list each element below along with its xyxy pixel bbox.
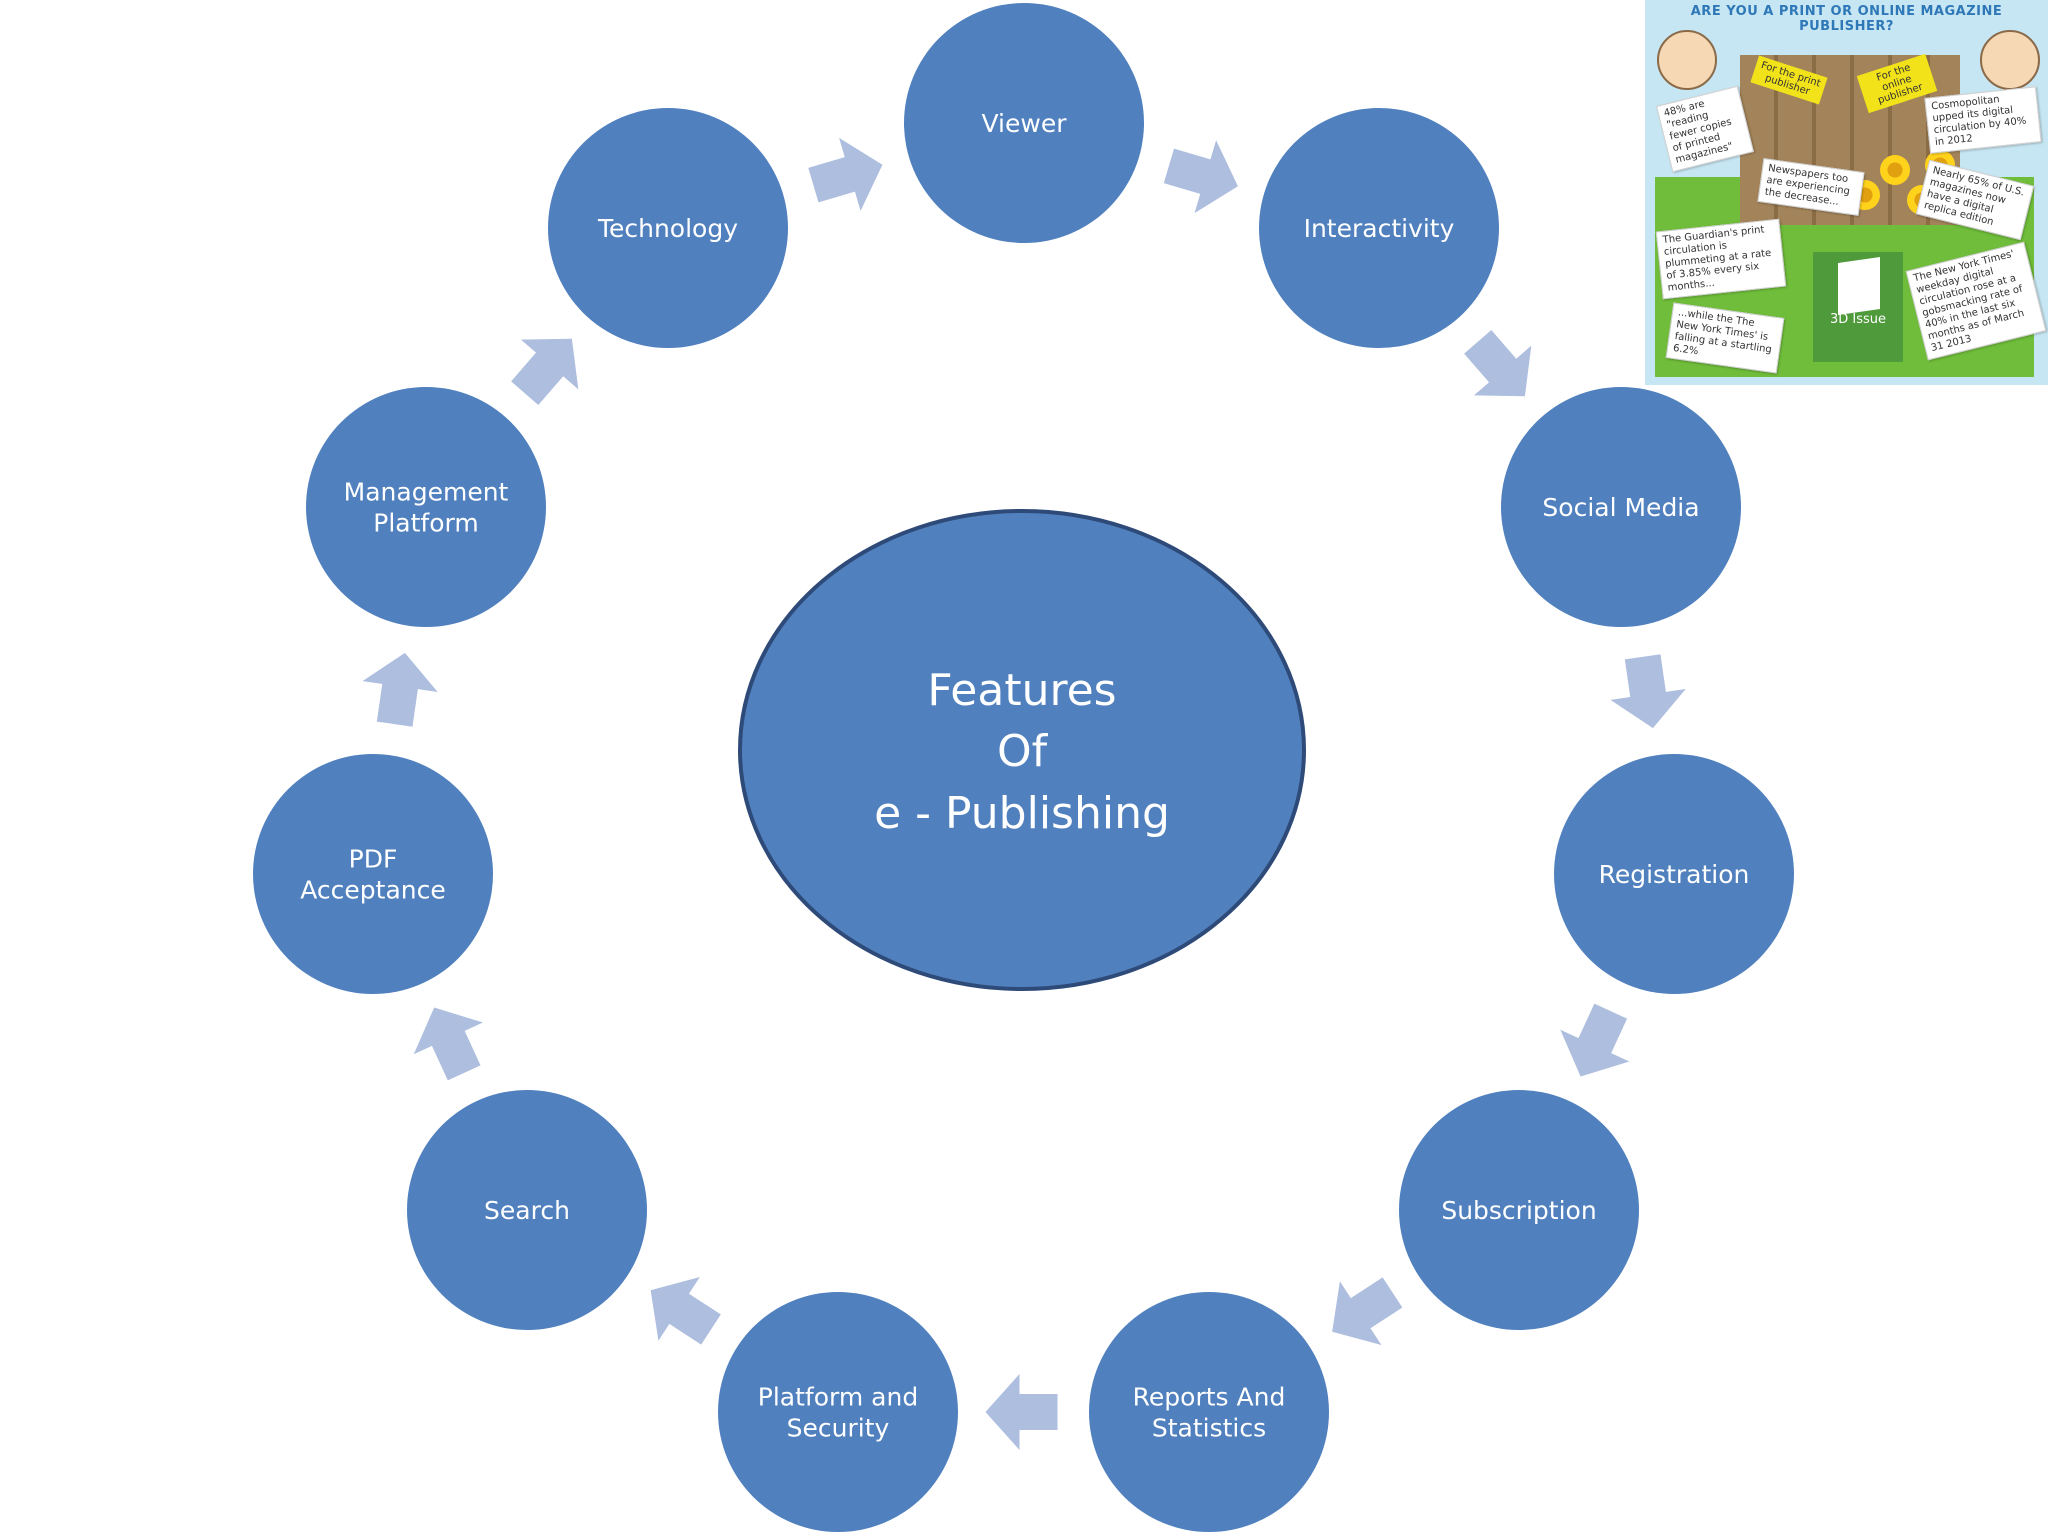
node-circle <box>1501 387 1741 627</box>
node-label: Registration <box>1599 860 1750 889</box>
flow-arrow <box>1163 140 1238 214</box>
center-ellipse <box>738 509 1306 991</box>
cycle-node: Search <box>407 1090 647 1330</box>
center-label-line-3: e - Publishing <box>874 788 1170 839</box>
happy-face-icon <box>1980 30 2040 90</box>
node-label: Acceptance <box>300 876 446 905</box>
center-label-line-2: Of <box>997 726 1049 777</box>
node-circle <box>1259 108 1499 348</box>
flow-arrow <box>1610 654 1686 729</box>
magazine-publisher-image: ARE YOU A PRINT OR ONLINE MAGAZINE PUBLI… <box>1645 0 2048 385</box>
flow-arrow <box>650 1276 721 1345</box>
node-circle <box>548 108 788 348</box>
cycle-node: Social Media <box>1501 387 1741 627</box>
node-circle <box>1554 754 1794 994</box>
node-label: Management <box>344 478 509 507</box>
issue-label: 3D Issue <box>1829 312 1887 327</box>
node-label: PDF <box>349 845 398 874</box>
flow-arrow <box>1332 1277 1403 1346</box>
node-circle <box>718 1292 958 1532</box>
node-label: Platform and <box>758 1383 918 1412</box>
node-label: Subscription <box>1441 1196 1596 1225</box>
node-circle <box>306 387 546 627</box>
flow-arrow <box>413 1007 483 1081</box>
flow-arrow <box>985 1374 1058 1450</box>
node-label: Search <box>484 1196 570 1225</box>
cycle-node: Interactivity <box>1259 108 1499 348</box>
node-circle <box>904 3 1144 243</box>
arrows-layer <box>362 137 1686 1450</box>
node-label: Statistics <box>1152 1414 1266 1443</box>
cycle-node: Viewer <box>904 3 1144 243</box>
node-circle <box>407 1090 647 1330</box>
cycle-node: Subscription <box>1399 1090 1639 1330</box>
flow-arrow <box>808 137 883 211</box>
flow-arrow <box>362 652 438 727</box>
cycle-node: Technology <box>548 108 788 348</box>
inset-title: ARE YOU A PRINT OR ONLINE MAGAZINE PUBLI… <box>1690 4 2003 34</box>
3d-issue-badge: 3D Issue <box>1813 252 1903 362</box>
cycle-node: Registration <box>1554 754 1794 994</box>
page-icon <box>1838 257 1880 315</box>
center-label-line-1: Features <box>927 665 1116 716</box>
flow-arrow <box>1560 1003 1630 1077</box>
node-label: Interactivity <box>1304 214 1455 243</box>
node-label: Platform <box>373 509 478 538</box>
inset-note: The Guardian's print circulation is plum… <box>1655 218 1787 300</box>
sad-face-icon <box>1657 30 1717 90</box>
center-node: Features Of e - Publishing <box>738 509 1306 991</box>
node-circle <box>1089 1292 1329 1532</box>
flow-arrow <box>1464 330 1532 397</box>
flower-icon <box>1880 155 1910 185</box>
flow-arrow <box>511 338 579 405</box>
node-circle <box>253 754 493 994</box>
inset-note: Cosmopolitan upped its digital circulati… <box>1924 86 2042 154</box>
node-label: Social Media <box>1542 493 1699 522</box>
node-circle <box>1399 1090 1639 1330</box>
node-label: Viewer <box>982 109 1068 138</box>
node-label: Security <box>787 1414 890 1443</box>
node-label: Reports And <box>1133 1383 1286 1412</box>
node-label: Technology <box>597 214 738 243</box>
